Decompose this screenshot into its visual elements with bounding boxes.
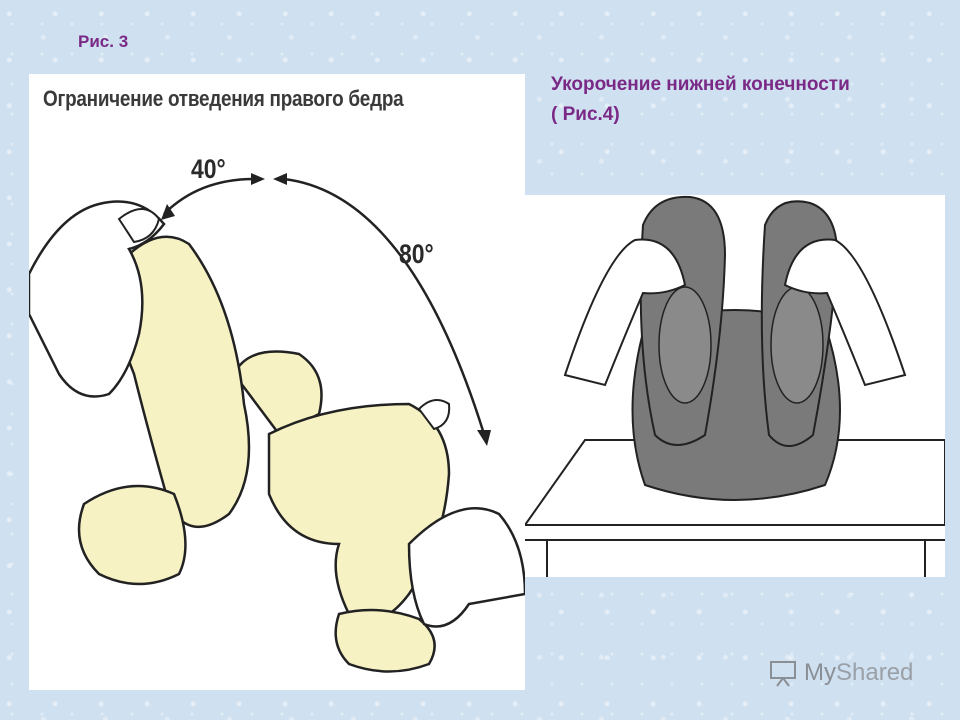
figure-3-title: Ограничение отведения правого бедра	[43, 86, 404, 111]
infant-torso	[232, 350, 323, 436]
figure-4-caption-line-1: Укорочение нижней конечности	[551, 74, 850, 95]
arrow-head-mid-left	[251, 173, 265, 185]
angle-label-80: 80°	[399, 239, 434, 269]
infant-raised-leg	[117, 235, 251, 529]
arrow-head-left	[161, 204, 175, 220]
watermark: MyShared	[768, 655, 913, 691]
hip-abduction-drawing	[29, 173, 525, 673]
figure-4-illustration	[525, 195, 945, 577]
infant-left-foot	[77, 484, 187, 586]
watermark-brand-a: My	[804, 659, 836, 686]
figure-3-illustration: Ограничение отведения правого бедра 40° …	[29, 74, 525, 690]
infant-right-foot	[334, 608, 436, 673]
arrow-head-right	[477, 430, 491, 446]
angle-label-40: 40°	[191, 154, 226, 184]
examiner-thumb-left	[117, 208, 161, 244]
examiner-hand-left	[29, 200, 166, 398]
examiner-thumb-right	[417, 399, 451, 431]
examiner-hand-right	[783, 238, 907, 387]
examiner-hand-left	[563, 238, 687, 387]
arrow-head-mid-right	[273, 173, 287, 185]
arc-40-degrees	[163, 177, 255, 215]
left-sole	[658, 286, 712, 404]
right-sole	[770, 286, 824, 404]
watermark-text: MyShared	[804, 659, 913, 687]
figure-4-caption: Укорочение нижней конечности ( Рис.4)	[551, 70, 850, 130]
arc-80-degrees	[283, 177, 486, 435]
leg-shortening-drawing	[525, 195, 945, 577]
presentation-board-icon	[770, 661, 796, 687]
figure-4-caption-line-2: ( Рис.4)	[551, 104, 620, 125]
figure-3-label: Рис. 3	[78, 32, 129, 51]
watermark-brand-b: Shared	[836, 659, 914, 686]
